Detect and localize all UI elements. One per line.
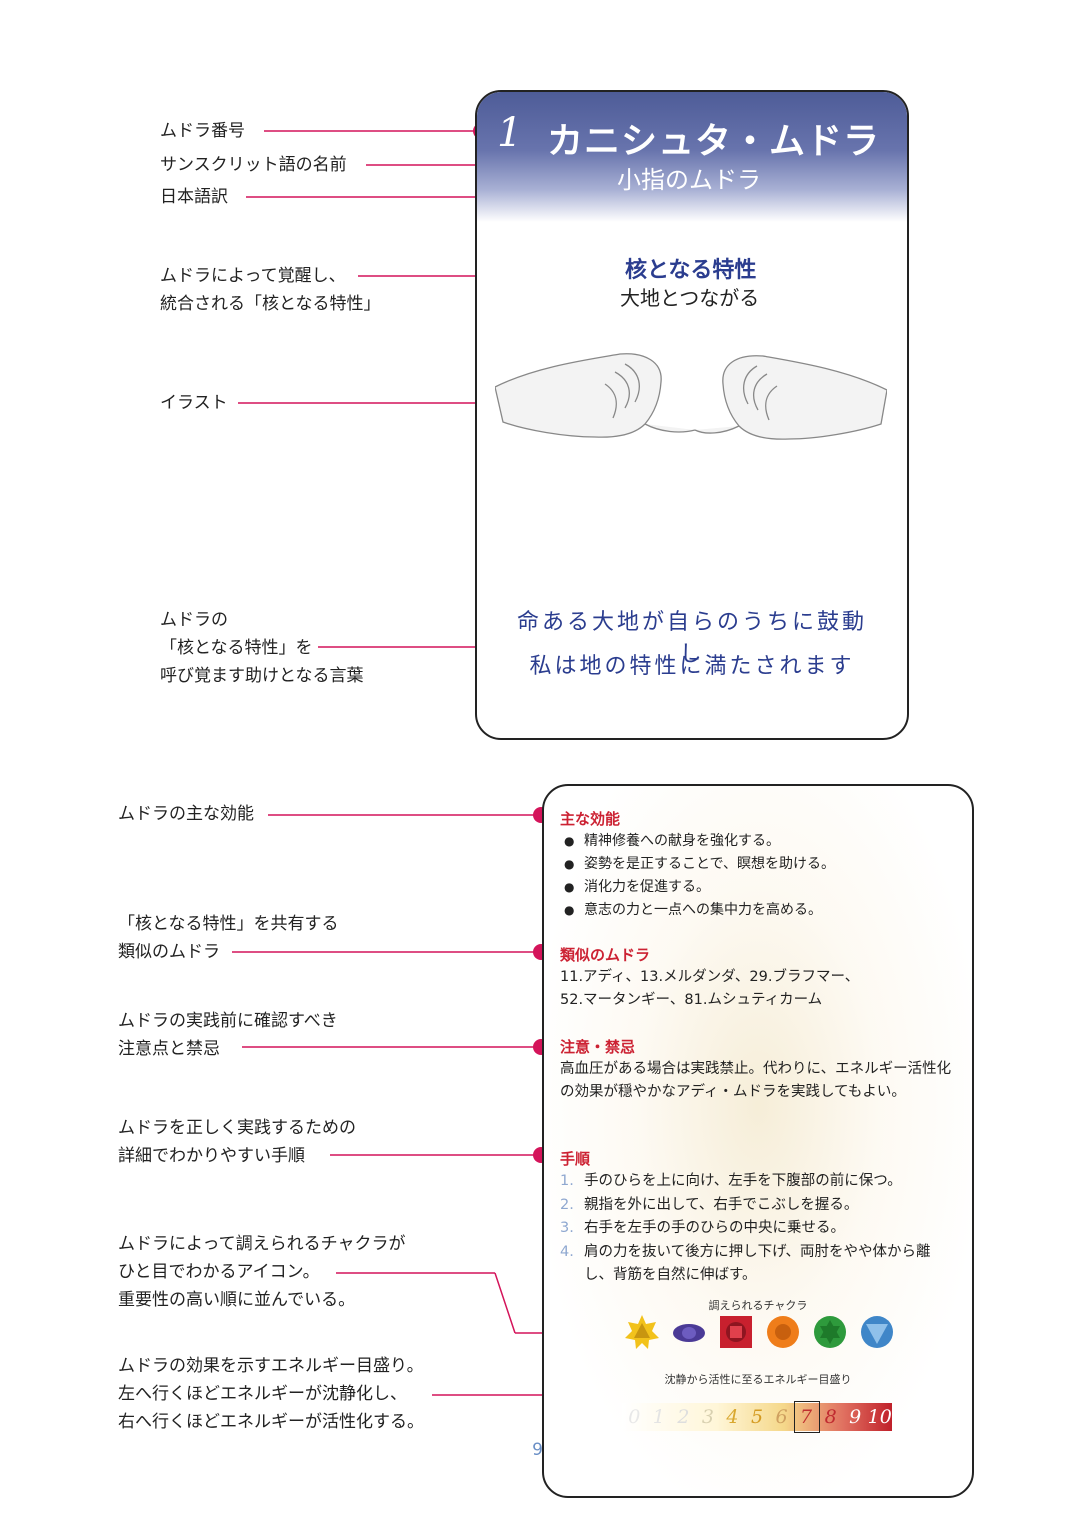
similar-mudras: 11.アディ、13.メルダンダ、29.ブラフマー、52.マータンギー、81.ムシ… — [560, 969, 860, 1008]
affirmation-line-1: 命ある大地が自らのうちに鼓動し — [516, 610, 867, 667]
label-main-effects: ムドラの主な効能 — [118, 804, 254, 824]
yellow-star-chakra-icon — [625, 1315, 659, 1349]
energy-level: 10 — [867, 1406, 892, 1428]
mudra-name: カニシュタ・ムドラ — [547, 121, 881, 162]
list-item: 姿勢を是正することで、瞑想を助ける。 — [564, 853, 835, 876]
energy-marker — [794, 1401, 821, 1433]
list-item: 精神修養への献身を強化する。 — [564, 830, 835, 853]
core-quality-text: 大地とつながる — [620, 286, 760, 310]
red-square-chakra-icon — [720, 1316, 752, 1348]
steps-list: 1.手のひらを上に向け、左手を下腹部の前に保つ。 2.親指を外に出して、右手でこ… — [560, 1170, 955, 1288]
steps-title: 手順 — [560, 1150, 591, 1168]
label-cautions: ムドラの実践前に確認すべき注意点と禁忌 — [118, 1011, 338, 1059]
chakra-icons — [624, 1314, 895, 1350]
label-japanese-translation: 日本語訳 — [160, 187, 228, 207]
label-procedure: ムドラを正しく実践するための詳細でわかりやすい手順 — [118, 1118, 356, 1166]
step-item: 1.手のひらを上に向け、左手を下腹部の前に保つ。 — [560, 1173, 902, 1189]
energy-level: 9 — [849, 1406, 862, 1428]
energy-level: 2 — [677, 1406, 690, 1428]
label-sanskrit-name: サンスクリット語の名前 — [160, 155, 347, 175]
card-back: 主な効能 精神修養への献身を強化する。 姿勢を是正することで、瞑想を助ける。 消… — [542, 784, 974, 1498]
step-item: 3.右手を左手の手のひらの中央に乗せる。 — [560, 1220, 845, 1236]
list-item: 意志の力と一点への集中力を高める。 — [564, 899, 835, 922]
energy-level: 4 — [726, 1406, 739, 1428]
energy-level: 7 — [800, 1406, 813, 1428]
green-star-chakra-icon — [814, 1316, 846, 1348]
label-illustration: イラスト — [160, 393, 228, 413]
orange-flower-chakra-icon — [767, 1316, 799, 1348]
affirmation-line-2: 私は地の特性に満たされます — [529, 654, 855, 679]
label-mudra-number: ムドラ番号 — [160, 121, 245, 141]
label-core-quality: ムドラによって覚醒し、統合される「核となる特性」 — [160, 266, 381, 314]
energy-caption: 沈静から活性に至るエネルギー目盛り — [664, 1373, 852, 1386]
card-front: 1 カニシュタ・ムドラ 小指のムドラ 核となる特性 大地とつながる 命ある大地が… — [475, 90, 909, 740]
effects-list: 精神修養への献身を強化する。 姿勢を是正することで、瞑想を助ける。 消化力を促進… — [564, 830, 835, 922]
label-words: ムドラの「核となる特性」を呼び覚ます助けとなる言葉 — [160, 610, 364, 686]
energy-level: 5 — [750, 1406, 764, 1428]
label-similar-mudras: 「核となる特性」を共有する類似のムドラ — [118, 914, 339, 962]
purple-lotus-chakra-icon — [673, 1324, 705, 1342]
effects-title: 主な効能 — [560, 810, 621, 828]
label-energy-scale: ムドラの効果を示すエネルギー目盛り。左へ行くほどエネルギーが沈静化し、右へ行くほ… — [118, 1356, 424, 1432]
energy-level: 0 — [628, 1406, 641, 1428]
energy-level: 8 — [824, 1406, 837, 1428]
step-item: 4.肩の力を抜いて後方に押し下げ、両肘をやや体から離し、背筋を自然に伸ばす。 — [560, 1243, 931, 1284]
energy-level: 1 — [652, 1406, 665, 1428]
page-number: 9 — [532, 1440, 543, 1460]
similar-title: 類似のムドラ — [560, 946, 651, 964]
core-quality-title: 核となる特性 — [625, 258, 757, 283]
hands-illustration — [495, 353, 887, 440]
caution-title: 注意・禁忌 — [560, 1038, 636, 1056]
chakra-caption: 調えられるチャクラ — [708, 1299, 808, 1312]
label-chakra-icons: ムドラによって調えられるチャクラがひと目でわかるアイコン。重要性の高い順に並んで… — [118, 1234, 406, 1310]
mudra-number: 1 — [497, 110, 523, 156]
energy-level: 6 — [775, 1406, 788, 1428]
step-item: 2.親指を外に出して、右手でこぶしを握る。 — [560, 1196, 859, 1213]
energy-level: 3 — [701, 1406, 714, 1428]
list-item: 消化力を促進する。 — [564, 876, 835, 899]
mudra-translation: 小指のムドラ — [617, 166, 761, 194]
caution-text: 高血圧がある場合は実践禁止。代わりに、エネルギー活性化の効果が穏やかなアディ・ム… — [560, 1061, 952, 1100]
watercolor-header — [477, 92, 907, 222]
blue-triangle-chakra-icon — [861, 1316, 893, 1348]
